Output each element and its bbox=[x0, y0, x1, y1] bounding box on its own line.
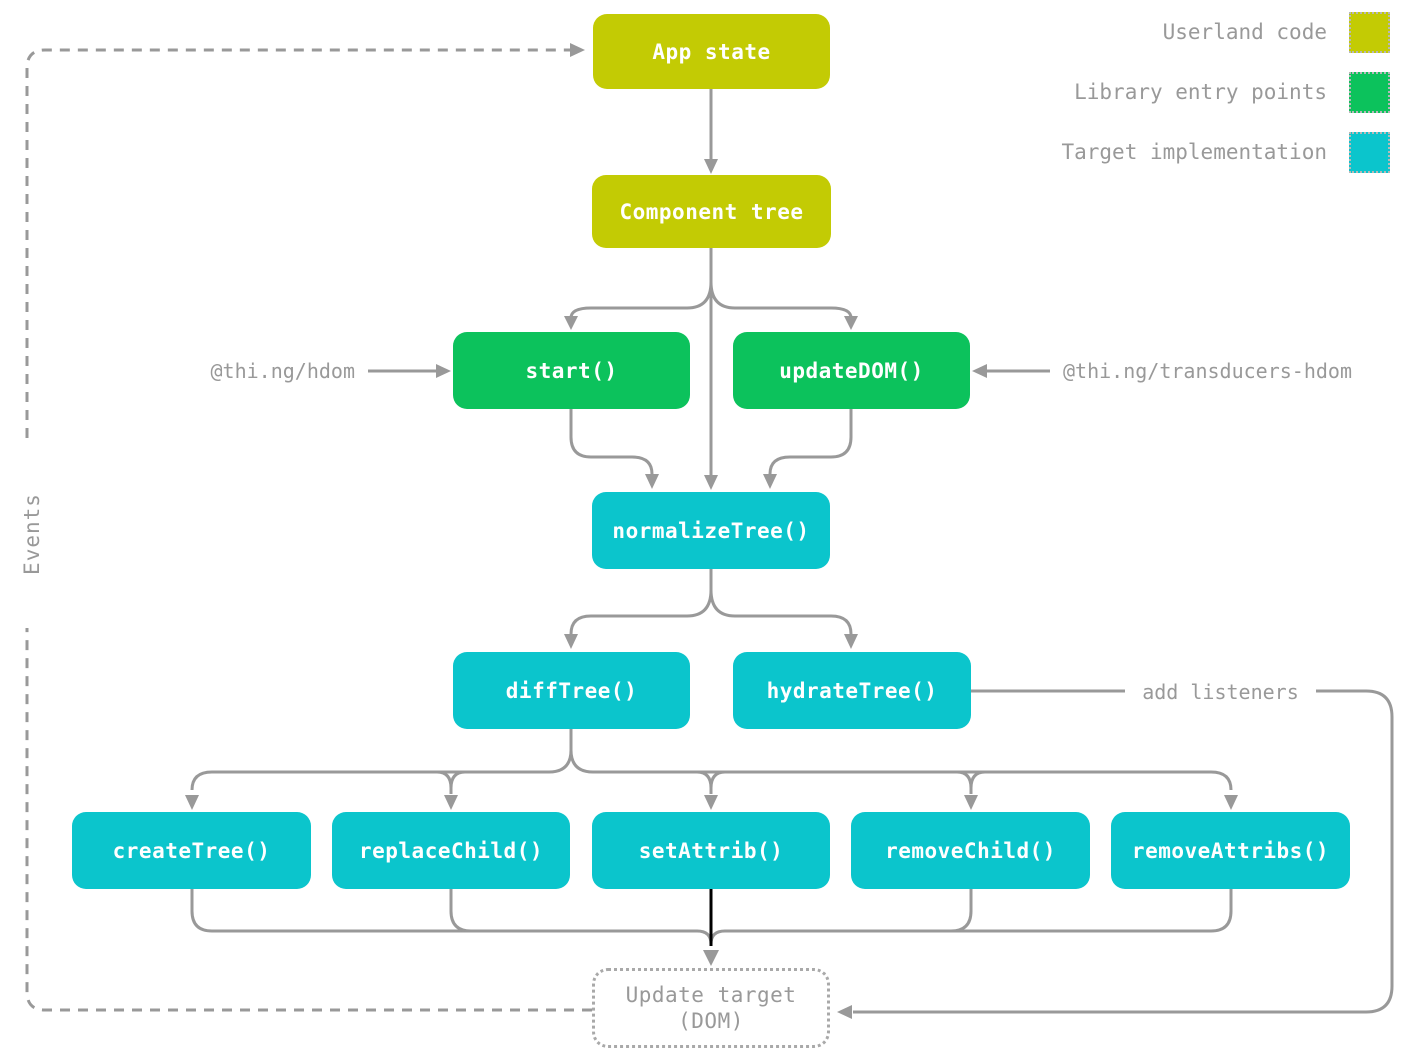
edge-normalizetree-hydratetree bbox=[709, 589, 853, 635]
legend-row-userland: Userland code bbox=[1061, 11, 1390, 53]
arrowhead bbox=[844, 634, 858, 649]
legend-row-entry-points: Library entry points bbox=[1061, 71, 1390, 113]
node-start: start() bbox=[453, 332, 690, 409]
node-label: App state bbox=[652, 39, 771, 64]
arrowhead bbox=[704, 159, 718, 174]
arrowhead bbox=[964, 795, 978, 810]
node-updatedom: updateDOM() bbox=[733, 332, 970, 409]
edge-fan-left bbox=[190, 749, 573, 791]
arrowhead bbox=[185, 795, 199, 810]
arrowhead bbox=[1224, 795, 1238, 810]
node-hydratetree: hydrateTree() bbox=[733, 652, 971, 729]
legend-row-target-impl: Target implementation bbox=[1061, 131, 1390, 173]
edge-merge-right bbox=[709, 889, 1233, 945]
arrowhead bbox=[703, 950, 719, 966]
edge-fan-drop-removechild bbox=[956, 770, 986, 794]
legend-label: Library entry points bbox=[1074, 80, 1327, 104]
edge-events-upper bbox=[25, 48, 570, 438]
legend: Userland code Library entry points Targe… bbox=[1061, 11, 1390, 173]
legend-label: Target implementation bbox=[1061, 140, 1327, 164]
events-label: Events bbox=[20, 493, 44, 575]
node-app-state: App state bbox=[593, 14, 830, 89]
arrowhead bbox=[972, 364, 987, 378]
edge-updatedom-normalizetree bbox=[768, 409, 853, 475]
node-removeattribs: removeAttribs() bbox=[1111, 812, 1350, 889]
node-label: hydrateTree() bbox=[766, 678, 938, 703]
arrowhead bbox=[704, 795, 718, 810]
arrowhead bbox=[444, 795, 458, 810]
edge-merge-replacechild bbox=[449, 889, 472, 933]
edge-start-normalizetree bbox=[569, 409, 654, 475]
hdom-package-label: @thi.ng/hdom bbox=[210, 359, 356, 383]
arrowhead bbox=[704, 475, 718, 490]
node-setattrib: setAttrib() bbox=[592, 812, 830, 889]
node-label: normalizeTree() bbox=[612, 518, 810, 543]
arrowhead bbox=[844, 316, 858, 330]
edge-events-lower bbox=[25, 628, 592, 1012]
edge-componenttree-updatedom bbox=[709, 281, 853, 319]
edge-fan-drop-setattrib bbox=[696, 770, 726, 794]
node-component-tree: Component tree bbox=[592, 175, 831, 248]
arrowhead bbox=[570, 43, 585, 57]
node-replacechild: replaceChild() bbox=[332, 812, 570, 889]
add-listeners-label: add listeners bbox=[1142, 680, 1299, 704]
edge-fan-right bbox=[569, 749, 1233, 791]
node-label: createTree() bbox=[112, 838, 271, 863]
edge-merge-left bbox=[190, 889, 713, 945]
node-label: removeChild() bbox=[885, 838, 1056, 863]
node-label: replaceChild() bbox=[358, 838, 543, 863]
userland-swatch bbox=[1349, 11, 1390, 53]
edge-addlisteners-updatetarget bbox=[853, 689, 1394, 1014]
node-label: updateDOM() bbox=[779, 358, 924, 383]
node-label-line1: Update target bbox=[625, 983, 797, 1007]
node-label-line2: (DOM) bbox=[678, 1009, 744, 1033]
edge-componenttree-start bbox=[569, 281, 713, 319]
node-removechild: removeChild() bbox=[851, 812, 1090, 889]
arrowhead bbox=[763, 474, 777, 489]
node-label: removeAttribs() bbox=[1131, 838, 1330, 863]
node-createtree: createTree() bbox=[72, 812, 311, 889]
edge-merge-removechild bbox=[950, 889, 973, 933]
arrowhead bbox=[564, 316, 578, 330]
node-label: start() bbox=[525, 358, 618, 383]
legend-label: Userland code bbox=[1162, 20, 1327, 44]
entry-points-swatch bbox=[1349, 71, 1390, 113]
arrowhead bbox=[436, 364, 451, 378]
transducers-package-label: @thi.ng/transducers-hdom bbox=[1063, 359, 1352, 383]
edge-fan-drop-replacechild bbox=[436, 770, 466, 794]
node-update-target: Update target (DOM) bbox=[592, 968, 830, 1048]
node-difftree: diffTree() bbox=[453, 652, 690, 729]
node-label: diffTree() bbox=[505, 678, 638, 703]
node-normalizetree: normalizeTree() bbox=[592, 492, 830, 569]
arrowhead bbox=[645, 474, 659, 489]
arrowhead bbox=[564, 634, 578, 649]
node-label: Component tree bbox=[619, 199, 804, 224]
target-impl-swatch bbox=[1349, 131, 1390, 173]
edge-normalizetree-difftree bbox=[569, 589, 713, 635]
node-label: setAttrib() bbox=[638, 838, 784, 863]
arrowhead bbox=[837, 1005, 852, 1019]
